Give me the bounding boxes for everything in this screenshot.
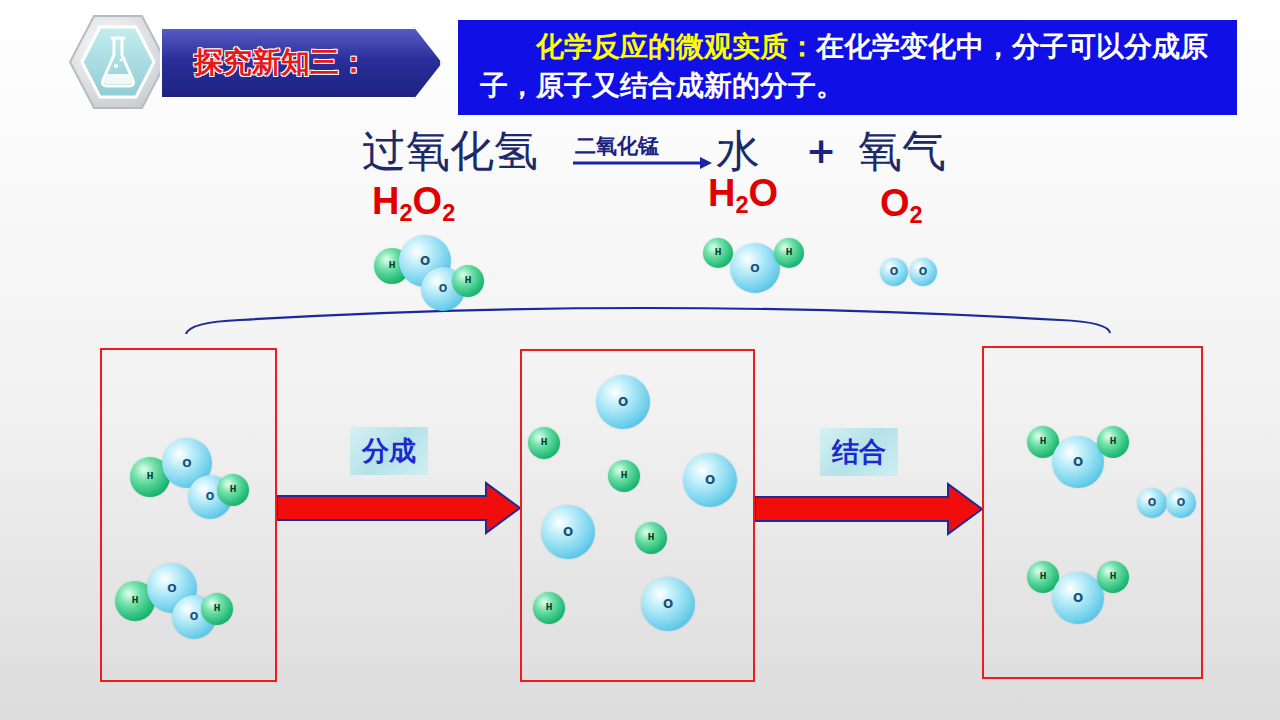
hydrogen-atom: H bbox=[1097, 426, 1129, 458]
oxygen-atom: O bbox=[909, 258, 937, 286]
atom-symbol: H bbox=[465, 277, 472, 285]
definition-text: 化学反应的微观实质： bbox=[536, 30, 816, 63]
atom-symbol: H bbox=[389, 262, 396, 270]
hydrogen-atom: H bbox=[533, 592, 565, 624]
atom-symbol: O bbox=[563, 526, 573, 538]
equation-term: 水 bbox=[716, 126, 760, 177]
equation-term: + bbox=[806, 130, 836, 171]
hydrogen-atom: H bbox=[528, 427, 560, 459]
atom-symbol: O bbox=[750, 263, 759, 274]
hydrogen-atom: H bbox=[703, 238, 733, 268]
atom-symbol: O bbox=[1177, 498, 1186, 508]
atom-symbol: O bbox=[1073, 592, 1083, 604]
hydrogen-atom: H bbox=[201, 593, 233, 625]
atom-symbol: O bbox=[420, 255, 430, 267]
equation-term: 过氧化氢 bbox=[362, 126, 538, 177]
equation-term: 氧气 bbox=[858, 126, 946, 177]
definition-box: 化学反应的微观实质：在化学变化中，分子可以分成原子，原子又结合成新的分子。 bbox=[458, 20, 1237, 115]
oxygen-atom: O bbox=[1137, 488, 1167, 518]
atom-symbol: H bbox=[1110, 573, 1117, 581]
atom-symbol: O bbox=[1148, 498, 1157, 508]
hydrogen-atom: H bbox=[452, 265, 484, 297]
step-label: 分成 bbox=[350, 427, 428, 475]
atom-symbol: H bbox=[621, 472, 628, 480]
oxygen-atom: O bbox=[730, 243, 780, 293]
atom-symbol: O bbox=[206, 492, 215, 502]
stage-box: H O H O O H O H bbox=[982, 346, 1203, 679]
section-title: 探究新知三： bbox=[194, 43, 368, 83]
oxygen-atom: O bbox=[1052, 572, 1104, 624]
chemical-formula: H2O bbox=[708, 172, 778, 219]
atom-symbol: H bbox=[541, 439, 548, 447]
hydrogen-atom: H bbox=[608, 460, 640, 492]
atom-symbol: O bbox=[890, 267, 899, 277]
hydrogen-atom: H bbox=[217, 474, 249, 506]
atom-symbol: O bbox=[705, 474, 715, 486]
oxygen-atom: O bbox=[880, 258, 908, 286]
atom-symbol: H bbox=[1040, 438, 1047, 446]
stage-box: O H H O O H H O bbox=[520, 349, 755, 682]
step-label: 结合 bbox=[820, 428, 898, 476]
atom-symbol: H bbox=[1040, 573, 1047, 581]
atom-symbol: H bbox=[214, 605, 221, 613]
oxygen-atom: O bbox=[1166, 488, 1196, 518]
atom-symbol: H bbox=[1110, 438, 1117, 446]
atom-symbol: H bbox=[230, 486, 237, 494]
atom-symbol: O bbox=[182, 458, 191, 469]
atom-symbol: O bbox=[439, 284, 448, 294]
atom-symbol: O bbox=[919, 267, 928, 277]
atom-symbol: H bbox=[648, 534, 655, 542]
process-arrow bbox=[755, 484, 982, 534]
oxygen-atom: O bbox=[541, 505, 595, 559]
hydrogen-atom: H bbox=[1097, 561, 1129, 593]
atom-symbol: H bbox=[786, 249, 793, 257]
section-tab: 探究新知三： bbox=[160, 27, 442, 99]
process-arrow bbox=[277, 483, 520, 533]
chemical-formula: H2O2 bbox=[372, 180, 455, 227]
atom-symbol: O bbox=[618, 396, 628, 408]
catalyst-arrow bbox=[573, 157, 712, 169]
flask-icon bbox=[70, 16, 166, 108]
oxygen-atom: O bbox=[641, 577, 695, 631]
atom-symbol: O bbox=[663, 598, 673, 610]
hydrogen-atom: H bbox=[774, 238, 804, 268]
atom-symbol: H bbox=[147, 473, 154, 481]
atom-symbol: H bbox=[132, 597, 139, 605]
atom-symbol: O bbox=[190, 612, 199, 622]
oxygen-atom: O bbox=[683, 453, 737, 507]
atom-symbol: O bbox=[1073, 456, 1083, 468]
atom-symbol: O bbox=[167, 583, 176, 594]
grouping-curve bbox=[186, 308, 1110, 334]
stage-box: H O O H H O O H bbox=[100, 348, 277, 682]
atom-symbol: H bbox=[546, 604, 553, 612]
oxygen-atom: O bbox=[596, 375, 650, 429]
atom-symbol: H bbox=[715, 249, 722, 257]
hydrogen-atom: H bbox=[635, 522, 667, 554]
chemical-formula: O2 bbox=[880, 182, 923, 229]
equation-term: 二氧化锰 bbox=[575, 134, 659, 158]
